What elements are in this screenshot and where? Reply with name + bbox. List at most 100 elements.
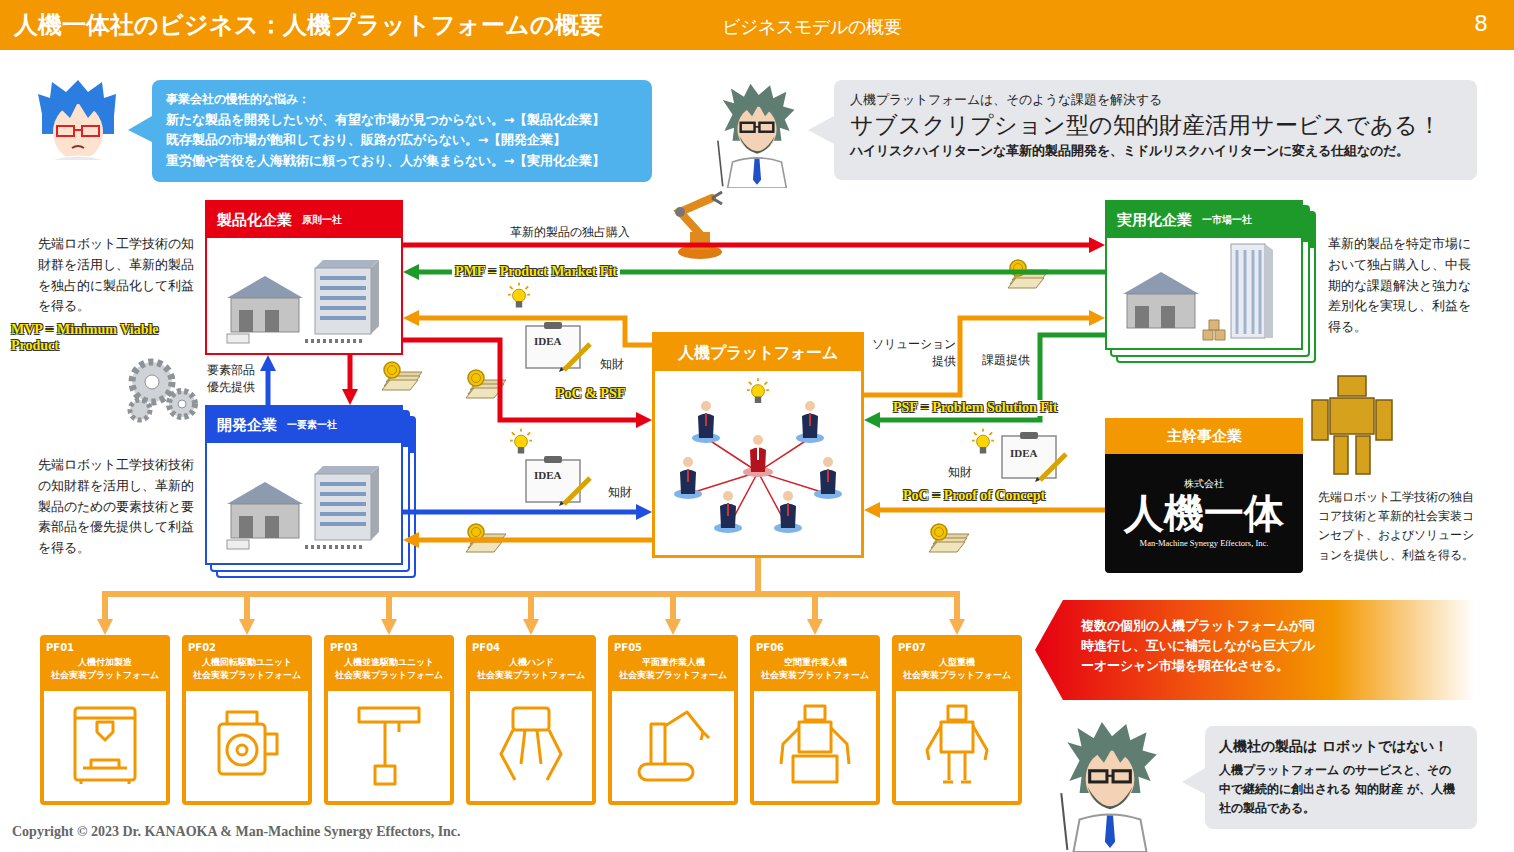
pf-icon [75, 706, 987, 784]
label-text: 社会実装プラットフォーム [330, 669, 448, 682]
description-text: 先端ロボット工学技術の知財群を活用し、革新的製品を独占的に製品化して利益を得る。 [38, 234, 198, 317]
label-text: 社会実装プラットフォーム [472, 669, 590, 682]
mech-robot-figure [1376, 400, 1392, 440]
connector-arrow [403, 510, 636, 515]
label-text: 人機回転駆動ユニット [188, 656, 306, 669]
professor-figure [1061, 722, 1156, 852]
building-figure [227, 466, 379, 549]
worried-man-figure [53, 104, 103, 160]
connector-label: 知財 [608, 484, 632, 501]
pf-icon [227, 712, 277, 754]
label-text: 社会実装プラットフォーム [756, 669, 874, 682]
card-header: PF02人機回転駆動ユニット社会実装プラットフォーム [186, 639, 308, 691]
box-header: 製品化企業原則一社 [207, 202, 401, 238]
gear-figure [132, 362, 172, 402]
pf-icon [651, 712, 709, 764]
platform-card: PF02人機回転駆動ユニット社会実装プラットフォーム [182, 635, 312, 805]
description-text: 革新的製品を特定市場において独占購入し、中長期的な課題解決と強力な差別化を実現し… [1328, 234, 1478, 338]
worried-man-figure [57, 126, 74, 136]
connector-label: 革新的製品の独占購入 [510, 224, 630, 241]
box-title: 人機プラットフォーム [678, 343, 838, 364]
label-text: 社会実装プラットフォーム [614, 669, 732, 682]
building-figure [1123, 244, 1273, 340]
callout-arrow: 複数の個別の人機プラットフォームが同時進行し、互いに補完しながら巨大ブルーオーシ… [1035, 600, 1475, 700]
worried-man-figure [74, 129, 82, 131]
pf-icon [227, 735, 257, 765]
page-subtitle: ビジネスモデルの概要 [722, 15, 902, 39]
connector-arrow [864, 318, 1089, 395]
term-label: PoC = Proof of Concept [900, 488, 1048, 504]
pf-icon [793, 756, 837, 782]
gear-figure [130, 400, 150, 420]
connector-arrow [247, 558, 758, 619]
connector-arrow [419, 538, 652, 543]
idea-bulb [508, 283, 530, 308]
label-text: サブスクリプション型の知的財産活用サービスである！ [850, 110, 1461, 141]
connector-arrow [389, 558, 758, 619]
label-text: 人機プラットフォームは、そのような課題を解決する [850, 90, 1461, 110]
label-text: 空間重作業人機 [756, 656, 874, 669]
idea-clipboard [1002, 432, 1066, 482]
mech-robot-figure [1330, 398, 1374, 434]
pf-icon [501, 708, 561, 780]
network-figure [747, 378, 769, 403]
pf-icon [639, 712, 709, 780]
robot-arm-figure [680, 198, 712, 234]
pf-icon [781, 706, 849, 782]
network-figure [780, 491, 796, 528]
label-text: Man-Machine Synergy Effectors, Inc. [1140, 537, 1269, 550]
card-number: PF02 [188, 641, 306, 656]
platform-card: PF05平面重作業人機社会実装プラットフォーム [608, 635, 738, 805]
pf-icon [501, 730, 561, 780]
worried-man-figure [38, 80, 116, 160]
label-text: 人機ハンド [472, 656, 590, 669]
robot-arm-figure [675, 207, 685, 217]
platform-card: PF06空間重作業人機社会実装プラットフォーム [750, 635, 880, 805]
box-header: 開発企業一要素一社 [207, 407, 401, 443]
pf-icon [237, 745, 247, 755]
card-number: PF07 [898, 641, 1016, 656]
pf-icon [948, 706, 966, 720]
platform-card: PF04人機ハンド社会実装プラットフォーム [466, 635, 596, 805]
box-title: 主幹事企業 [1167, 427, 1242, 446]
network-figure [802, 401, 818, 438]
connector-arrow [105, 558, 758, 619]
money-icon [382, 362, 422, 390]
pf-icon [75, 708, 135, 784]
gear-figure [178, 400, 186, 408]
stacked-card [1105, 200, 1303, 350]
pf-icon [75, 718, 135, 784]
label-text: 一要素一社 [287, 418, 337, 432]
box-header: 実用化企業一市場一社 [1107, 202, 1301, 238]
mech-robot-figure [1312, 376, 1392, 474]
label-text: 事業会社の慢性的な悩み： [166, 90, 638, 110]
mech-robot-figure [1334, 436, 1348, 474]
idea-clipboard [526, 456, 590, 506]
box-title: 実用化企業 [1117, 211, 1192, 230]
connector-arrow [531, 558, 758, 619]
label-text: ハイリスクハイリターンな革新的製品開発を、ミドルリスクハイリターンに変える仕組な… [850, 141, 1461, 161]
professor-figure [718, 84, 795, 188]
label-text: 複数の個別の人機プラットフォームが同時進行し、互いに補完しながら巨大ブルーオーシ… [1081, 616, 1321, 676]
speech-bubble: 人機プラットフォームは、そのような課題を解決するサブスクリプション型の知的財産活… [834, 80, 1477, 180]
connector-arrow [403, 340, 636, 420]
money-icon [929, 524, 969, 552]
clipboard-label: IDEA [1010, 446, 1038, 460]
mech-robot-figure [1312, 400, 1328, 440]
company-box: 製品化企業原則一社 [205, 200, 403, 355]
speech-tail [808, 116, 834, 144]
label-text: 人機社の製品は ロボットではない！ [1219, 736, 1463, 757]
card-number: PF05 [614, 641, 732, 656]
idea-bulb [510, 429, 532, 454]
label-text: 人機付加製造 [46, 656, 164, 669]
robot-arm-figure [675, 192, 722, 259]
mech-robot-figure [1356, 436, 1370, 474]
pf-icon [219, 712, 277, 774]
idea-clipboard [526, 322, 590, 372]
card-header: PF03人機並進駆動ユニット社会実装プラットフォーム [328, 639, 450, 691]
stacked-card [205, 200, 1315, 577]
label-text: 人機プラットフォーム のサービスと、その中で継続的に創出される 知的財産 が、人… [1219, 761, 1463, 819]
label-text: 人機並進駆動ユニット [330, 656, 448, 669]
box-title: 製品化企業 [217, 211, 292, 230]
label-text: 社会実装プラットフォーム [898, 669, 1016, 682]
